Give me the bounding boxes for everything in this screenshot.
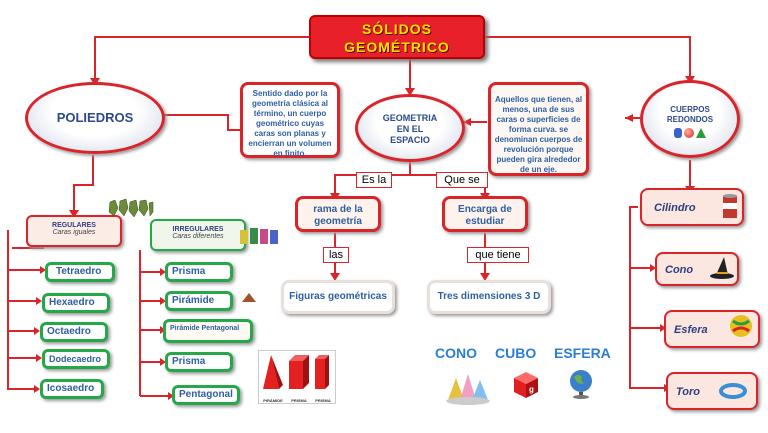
witch-hat-icon (708, 255, 736, 281)
cilindro-label: Cilindro (654, 202, 696, 214)
cono-body-label: Cono (665, 264, 694, 276)
cono-text: CONO (435, 345, 477, 361)
globe-picture-icon (566, 368, 596, 400)
que-tiene-label: que tiene (475, 249, 521, 261)
regulares-subtitle: Caras iguales (52, 229, 96, 236)
prisma-2-label: Prisma (172, 356, 206, 367)
icosaedro-box: Icosaedro (40, 379, 104, 399)
sphere-icon (684, 128, 694, 138)
prisma-box: Prisma (165, 262, 233, 282)
toro-label: Toro (676, 386, 701, 398)
hexaedro-box: Hexaedro (42, 293, 110, 313)
prisma-label: Prisma (172, 266, 206, 277)
esfera-text: ESFERA (554, 345, 611, 361)
solid-label-piramide: PIRÁMIDE (263, 398, 283, 403)
cylinder-icon (673, 128, 682, 138)
tetraedro-box: Tetraedro (45, 262, 115, 282)
torus-icon (718, 382, 748, 400)
center-line-3: ESPACIO (390, 135, 430, 145)
prisma-2-box: Prisma (165, 352, 233, 372)
cubo-text: CUBO (495, 345, 537, 361)
poliedros-label: POLIEDROS (56, 110, 134, 125)
piramide-pentagonal-box: Pirámide Pentagonal (163, 319, 253, 343)
es-la-label: Es la (361, 174, 387, 186)
dodecaedro-box: Dodecaedro (42, 349, 110, 369)
encarga-estudiar-box: Encarga de estudiar (442, 196, 528, 232)
irregulares-title: IRREGULARES (172, 226, 224, 233)
cuerpos-line-2: REDONDOS (666, 115, 714, 124)
cuerpos-description: Aquellos que tienen, al menos, una de su… (488, 82, 589, 176)
poliedros-description: Sentido dado por la geometría clásica al… (240, 82, 340, 158)
cylinder-can-icon (720, 193, 740, 221)
tres-label: Tres dimensiones 3 D (437, 291, 541, 302)
cubo-label: CUBO (495, 345, 536, 361)
irregular-solids-icon (238, 226, 284, 246)
solid-label-prisma-1: PRISMA (291, 398, 307, 403)
piramide-pentagonal-label: Pirámide Pentagonal (170, 325, 240, 332)
map-title: SÓLIDOS GEOMÉTRICO (309, 15, 485, 59)
icosaedro-label: Icosaedro (47, 383, 95, 394)
irregulares-subtitle: Caras diferentes (172, 233, 224, 240)
poliedros-description-text: Sentido dado por la geometría clásica al… (248, 89, 332, 158)
figuras-geometricas-box: Figuras geométricas (281, 280, 395, 314)
hexaedro-label: Hexaedro (49, 297, 95, 308)
connector-es-la: Es la (356, 172, 392, 188)
dodecaedro-label: Dodecaedro (49, 354, 102, 364)
cones-picture-icon (444, 370, 492, 406)
cuerpos-description-text: Aquellos que tienen, al menos, una de su… (494, 95, 583, 174)
ball-icon (728, 313, 754, 341)
cuerpos-line-1: CUERPOS (670, 105, 710, 114)
esfera-body-label: Esfera (674, 324, 708, 336)
octaedro-box: Octaedro (40, 322, 108, 342)
figuras-label: Figuras geométricas (289, 291, 387, 302)
center-line-1: GEOMETRIA (382, 113, 438, 123)
rama-geometria-box: rama de la geometría (295, 196, 381, 232)
octaedro-label: Octaedro (47, 326, 91, 337)
encarga-label: Encarga de estudiar (458, 204, 512, 227)
regulares-header: REGULARES Caras iguales (26, 215, 122, 247)
toro-box: Toro (666, 372, 758, 410)
polyhedra-models-icon (108, 198, 154, 218)
connector-que-se: Que se (436, 172, 488, 188)
center-line-2: EN EL (396, 124, 424, 134)
irregulares-header: IRREGULARES Caras diferentes (150, 219, 246, 251)
las-label: las (328, 249, 344, 261)
cono-label: CONO (435, 345, 477, 361)
piramide-box: Pirámide (165, 291, 233, 311)
connector-las: las (323, 247, 349, 263)
title-line-1: SÓLIDOS (361, 21, 432, 37)
rama-label: rama de la geometría (313, 204, 363, 227)
pyramid-model-icon (240, 290, 258, 302)
regulares-title: REGULARES (52, 222, 96, 229)
piramide-label: Pirámide (172, 295, 215, 306)
title-line-2: GEOMÉTRICO (344, 39, 450, 55)
geometria-espacio-node: GEOMETRIA EN EL ESPACIO (355, 94, 465, 162)
connector-que-tiene: que tiene (467, 247, 529, 263)
tetraedro-label: Tetraedro (56, 266, 102, 277)
svg-text:g: g (529, 385, 534, 394)
solid-label-prisma-2: PRISMA (315, 398, 331, 403)
esfera-label: ESFERA (554, 345, 611, 361)
cuerpos-redondos-node: CUERPOS REDONDOS (640, 80, 740, 158)
que-se-label: Que se (444, 174, 480, 186)
poliedros-node: POLIEDROS (25, 82, 165, 154)
solids-icons (643, 128, 737, 141)
cone-icon (696, 128, 707, 138)
pentagonal-box: Pentagonal (172, 385, 240, 405)
cube-picture-icon: g (510, 368, 542, 400)
solids-picture: PIRÁMIDE PRISMA PRISMA (258, 350, 336, 404)
tres-dimensiones-box: Tres dimensiones 3 D (427, 280, 551, 314)
pentagonal-label: Pentagonal (179, 389, 233, 400)
